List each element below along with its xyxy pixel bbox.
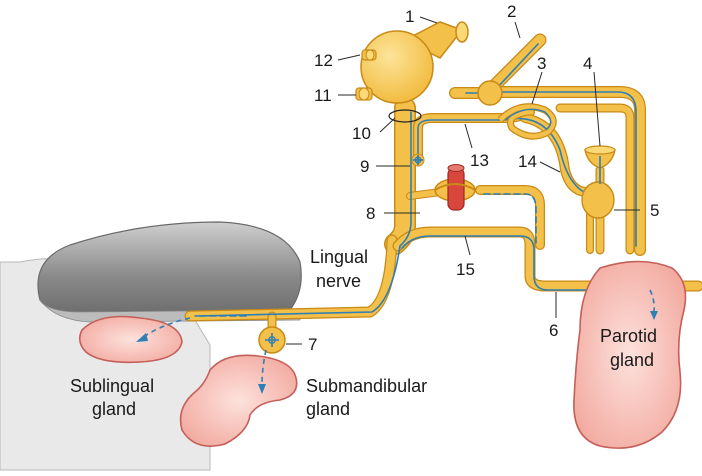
label-15: 15	[456, 260, 475, 279]
label-12: 12	[314, 51, 333, 70]
label-8: 8	[366, 204, 375, 223]
submandibular-gland-label-line1: Submandibular	[306, 376, 427, 396]
lingual-nerve-label-line1: Lingual	[310, 247, 368, 267]
label-5: 5	[650, 201, 659, 220]
tongue	[38, 222, 301, 312]
submandibular-ganglion	[259, 327, 285, 353]
label-11: 11	[314, 86, 332, 105]
label-1: 1	[405, 7, 414, 26]
geniculate-ganglion	[478, 81, 502, 105]
label-2: 2	[507, 2, 516, 21]
parotid-gland-label-line2: gland	[610, 350, 654, 370]
sublingual-gland-label-line2: gland	[92, 399, 136, 419]
otic-ganglion	[435, 165, 475, 211]
label-13: 13	[470, 151, 489, 170]
label-14: 14	[518, 152, 537, 171]
label-10: 10	[352, 124, 371, 143]
sublingual-gland-label-line1: Sublingual	[70, 376, 154, 396]
label-4: 4	[583, 54, 592, 73]
label-9: 9	[360, 157, 369, 176]
label-7: 7	[308, 335, 317, 354]
sublingual-gland-shape	[80, 317, 182, 363]
lingual-nerve-label-line2: nerve	[316, 271, 361, 291]
submandibular-gland-label-line2: gland	[306, 399, 350, 419]
ganglion-5	[582, 146, 615, 218]
parotid-gland-label-line1: Parotid	[600, 326, 657, 346]
label-6: 6	[549, 321, 558, 340]
label-3: 3	[537, 54, 546, 73]
junction-9	[412, 154, 424, 166]
